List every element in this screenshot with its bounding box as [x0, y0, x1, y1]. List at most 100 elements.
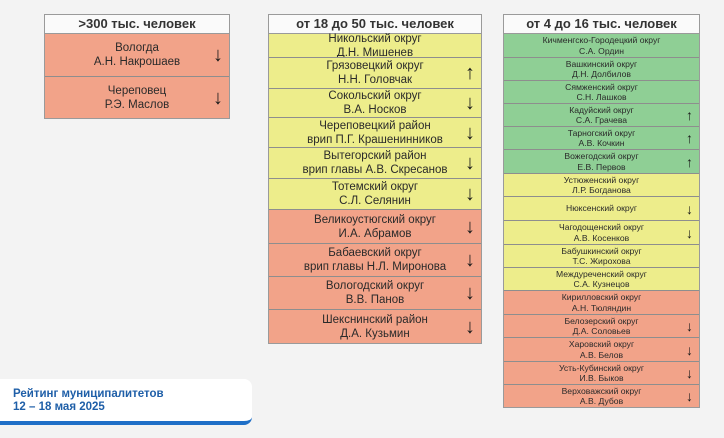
head-name: С.Н. Лашков — [576, 92, 627, 102]
municipality-name: Вожегодский округ — [564, 151, 639, 162]
arrow-down-icon: ↓ — [686, 224, 693, 241]
head-name: Н.Н. Головчак — [337, 74, 413, 86]
municipality-name: Междуреченский округ — [556, 268, 647, 279]
group-4-16k: от 4 до 16 тыс. человек Кичменгско-Город… — [503, 14, 700, 408]
arrow-up-icon: ↑ — [686, 129, 693, 146]
head-name: В.В. Панов — [345, 294, 405, 306]
arrow-down-icon: ↓ — [686, 387, 693, 404]
arrow-down-icon: ↓ — [465, 152, 475, 174]
municipality-name: Белозерский округ — [564, 315, 639, 326]
arrow-up-icon: ↑ — [686, 153, 693, 170]
arrow-down-icon: ↓ — [213, 86, 223, 109]
arrow-up-icon: ↑ — [465, 62, 475, 84]
group-title: >300 тыс. человек — [45, 15, 229, 34]
head-name: А.В. Кочкин — [578, 138, 625, 148]
municipality-name: Кадуйский округ — [569, 104, 634, 115]
head-name: А.В. Косенков — [573, 232, 630, 243]
arrow-down-icon: ↓ — [686, 317, 693, 334]
municipality-name: Никольский округ — [328, 32, 422, 45]
arrow-down-icon: ↓ — [686, 200, 693, 217]
head-name: А.В. Белов — [579, 349, 624, 360]
group-18-50k: от 18 до 50 тыс. человек Никольский окру… — [268, 14, 482, 344]
arrow-down-icon: ↓ — [465, 282, 475, 304]
group-title: от 4 до 16 тыс. человек — [504, 15, 699, 34]
head-name: врип главы А.В. Скресанов — [302, 164, 448, 176]
group-title: от 18 до 50 тыс. человек — [269, 15, 481, 34]
caption-title: Рейтинг муниципалитетов — [13, 388, 164, 400]
arrow-down-icon: ↓ — [465, 92, 475, 114]
head-name: А.Н. Тюляндин — [571, 302, 632, 313]
municipality-name: Чагодощенский округ — [558, 222, 645, 233]
municipality-name: Вытегорский район — [323, 150, 427, 162]
caption-dates: 12 – 18 мая 2025 — [13, 401, 105, 413]
municipality-name: Вашкинский округ — [565, 58, 638, 69]
arrow-down-icon: ↓ — [686, 364, 693, 381]
head-name: Р.Э. Маслов — [104, 98, 170, 111]
head-name: Е.В. Первов — [577, 161, 626, 172]
municipality-name: Череповецкий район — [319, 119, 431, 132]
head-name: А.В. Дубов — [579, 396, 624, 406]
head-name: В.А. Носков — [343, 104, 407, 116]
arrow-down-icon: ↓ — [465, 183, 475, 205]
municipality-name: Грязовецкий округ — [326, 60, 424, 72]
municipality-name: Верховажский округ — [561, 385, 642, 396]
head-name: Д.Н. Мишенев — [336, 46, 414, 59]
arrow-down-icon: ↓ — [465, 121, 475, 144]
head-name: Л.Р. Богданова — [572, 185, 631, 195]
municipality-name: Сямженский округ — [565, 81, 638, 92]
rating-caption: Рейтинг муниципалитетов 12 – 18 мая 2025 — [0, 379, 252, 425]
municipality-name: Вологодский округ — [325, 280, 425, 292]
municipality-name: Харовский округ — [568, 339, 635, 350]
head-name: Т.С. Жирохова — [572, 256, 631, 266]
head-name: Д.А. Кузьмин — [340, 327, 410, 340]
municipality-row: Бабаевский округ врип главы Н.Л. Миронова… — [269, 243, 481, 276]
municipality-name: Тарногский округ — [567, 127, 636, 138]
head-name: А.Н. Накрошаев — [93, 56, 181, 68]
head-name: И.В. Быков — [579, 373, 624, 383]
municipality-name: Бабаевский округ — [328, 247, 422, 259]
municipality-name: Шекснинский район — [322, 313, 428, 326]
municipality-name: Тотемский округ — [331, 181, 419, 193]
head-name: С.А. Кузнецов — [573, 279, 630, 289]
municipality-name: Усть-Кубинский округ — [558, 362, 645, 373]
municipality-name: Кирилловский округ — [561, 292, 642, 303]
municipality-name: Сокольский округ — [328, 90, 422, 102]
municipality-name: Устюженский округ — [563, 174, 640, 185]
head-name: С.Л. Селянин — [339, 195, 411, 207]
head-name: С.А. Ордин — [579, 45, 624, 56]
arrow-down-icon: ↓ — [213, 44, 223, 66]
head-name: врип главы Н.Л. Миронова — [303, 261, 447, 273]
arrow-down-icon: ↓ — [465, 249, 475, 271]
municipality-name: Вологда — [115, 42, 159, 54]
head-name: С.А. Грачева — [575, 115, 628, 125]
arrow-up-icon: ↑ — [686, 106, 693, 123]
municipality-name: Кичменгско-Городецкий округ — [542, 35, 661, 46]
municipality-name: Нюксенский округ — [565, 203, 638, 214]
municipality-name: Череповец — [107, 84, 167, 97]
municipality-name: Бабушкинский округ — [561, 245, 642, 256]
head-name: Д.А. Соловьев — [572, 326, 631, 336]
head-name: врип П.Г. Крашенинников — [307, 133, 443, 146]
